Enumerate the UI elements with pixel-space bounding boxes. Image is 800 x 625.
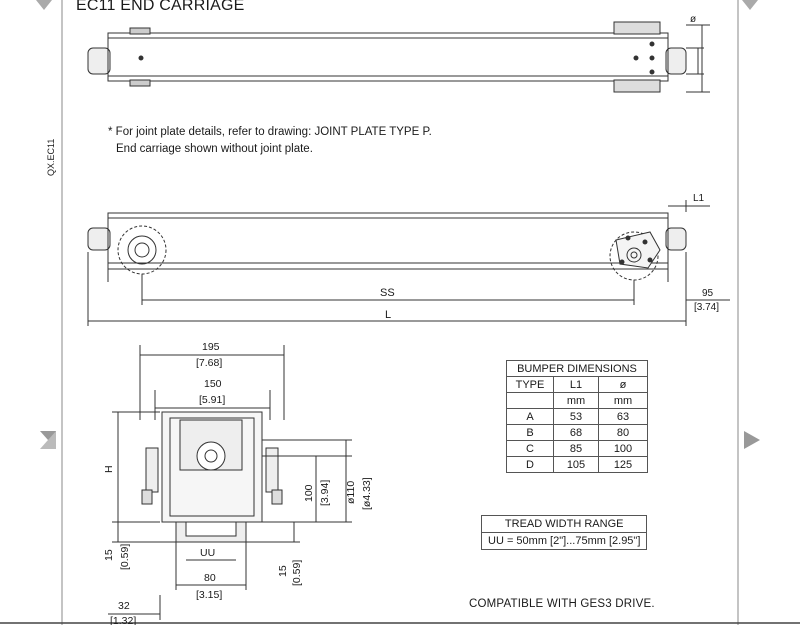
dim-195-label: 195 — [202, 341, 220, 353]
dim-100-inch-label: [3.94] — [319, 480, 331, 506]
note-line-2: End carriage shown without joint plate. — [116, 143, 313, 155]
note-line-1: * For joint plate details, refer to draw… — [108, 126, 432, 138]
dim-100-label: 100 — [303, 484, 315, 502]
table-row: D 105 125 — [506, 456, 648, 473]
dim-15-right-inch-label: [0.59] — [291, 560, 303, 586]
drawing-title: EC11 END CARRIAGE — [76, 0, 245, 14]
bumper-cell: 105 — [553, 456, 599, 473]
dim-l1-label: L1 — [693, 193, 705, 204]
dim-150-inch-label: [5.91] — [199, 394, 225, 406]
dim-l-label: L — [385, 309, 391, 321]
dim-95-label: 95 — [702, 288, 714, 299]
table-row: C 85 100 — [506, 440, 648, 457]
bumper-unit-l1: mm — [553, 392, 599, 409]
top-view-diameter-label: ø — [690, 14, 696, 25]
bumper-cell: 63 — [598, 408, 648, 425]
bumper-unit-dia: mm — [598, 392, 648, 409]
bumper-cell: 100 — [598, 440, 648, 457]
bumper-cell: 80 — [598, 424, 648, 441]
dim-ss-label: SS — [380, 287, 395, 299]
side-code-label: QX.EC11 — [46, 139, 56, 176]
dim-32-inch-label: [1.32] — [110, 615, 136, 625]
left-margin-arrow-shade — [40, 431, 56, 449]
top-view — [87, 21, 710, 93]
bumper-header-type: TYPE — [506, 376, 554, 393]
bumper-cell: A — [506, 408, 554, 425]
top-right-marker — [742, 0, 758, 10]
dim-150-label: 150 — [204, 378, 222, 390]
bumper-cell: B — [506, 424, 554, 441]
bumper-dimensions-table: BUMPER DIMENSIONS TYPE L1 ø mm mm A 53 6… — [506, 360, 648, 473]
tread-title: TREAD WIDTH RANGE — [480, 515, 648, 533]
dim-15-left-label: 15 — [103, 549, 115, 561]
bumper-cell: 125 — [598, 456, 648, 473]
bumper-cell: 68 — [553, 424, 599, 441]
dim-15-right-label: 15 — [277, 565, 289, 577]
dim-15-left-inch-label: [0.59] — [119, 544, 131, 570]
dim-h-label: H — [103, 465, 115, 473]
dim-195-inch-label: [7.68] — [196, 357, 222, 369]
bumper-cell: 85 — [553, 440, 599, 457]
bumper-header-dia: ø — [598, 376, 648, 393]
front-view — [87, 200, 730, 326]
dim-80-label: 80 — [204, 572, 216, 584]
top-left-marker — [36, 0, 52, 10]
bumper-cell: 53 — [553, 408, 599, 425]
dim-110-label: ø110 — [345, 481, 357, 504]
table-row: A 53 63 — [506, 408, 648, 425]
dim-110-inch-label: [ø4.33] — [361, 477, 373, 510]
dim-32-label: 32 — [118, 600, 130, 612]
tread-width-table: TREAD WIDTH RANGE UU = 50mm [2"]...75mm … — [480, 515, 648, 550]
tread-value: UU = 50mm [2"]...75mm [2.95"] — [480, 532, 648, 550]
bumper-header-l1: L1 — [553, 376, 599, 393]
compatibility-note: COMPATIBLE WITH GES3 DRIVE. — [469, 598, 655, 610]
bumper-cell: C — [506, 440, 554, 457]
dim-80-inch-label: [3.15] — [196, 589, 222, 601]
table-row: B 68 80 — [506, 424, 648, 441]
right-margin-arrow-icon — [744, 431, 760, 449]
dim-uu-label: UU — [200, 547, 215, 559]
section-view — [108, 345, 352, 620]
bumper-table-title: BUMPER DIMENSIONS — [506, 360, 648, 377]
dim-95-inch-label: [3.74] — [694, 302, 719, 313]
bumper-unit-type — [506, 392, 554, 409]
bumper-cell: D — [506, 456, 554, 473]
